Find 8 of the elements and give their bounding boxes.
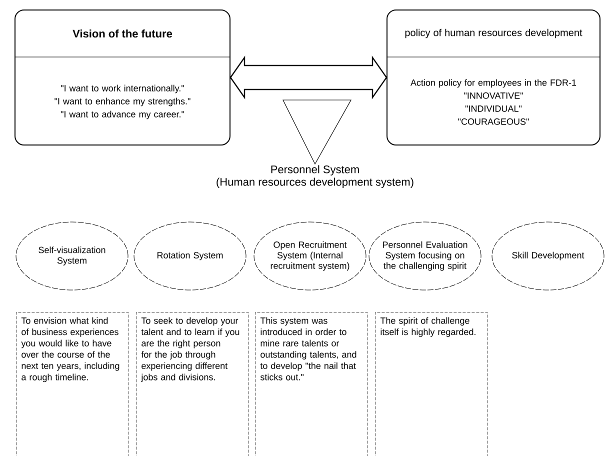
heading-box: policy of human resources development Action policy for employees in the FDR-1 "INNOVATIVE" "INDIVIDUAL" "COURAGEOUS" [386,10,600,146]
section-title: Personnel System (Human resources development system) [216,165,414,188]
description-box: This system was introduced in order to mine rare talents or outstanding talents, and to develop "the nail that sticks out." [255,312,368,456]
description-box: To seek to develop your talent and to learn if you are the right person for the job through experiencing different jobs and divisions. [136,312,248,456]
description-box: The spirit of challenge itself is highly regarded. [375,312,488,456]
double-arrow [230,56,388,100]
heading-box: Vision of the future "I want to work internationally." "I want to enhance my strengths." "I want to advance my career." [14,10,230,146]
description-box: To envision what kind of business experiences you would like to have over the course of the next ten years, including a rough timeline. [16,312,128,456]
